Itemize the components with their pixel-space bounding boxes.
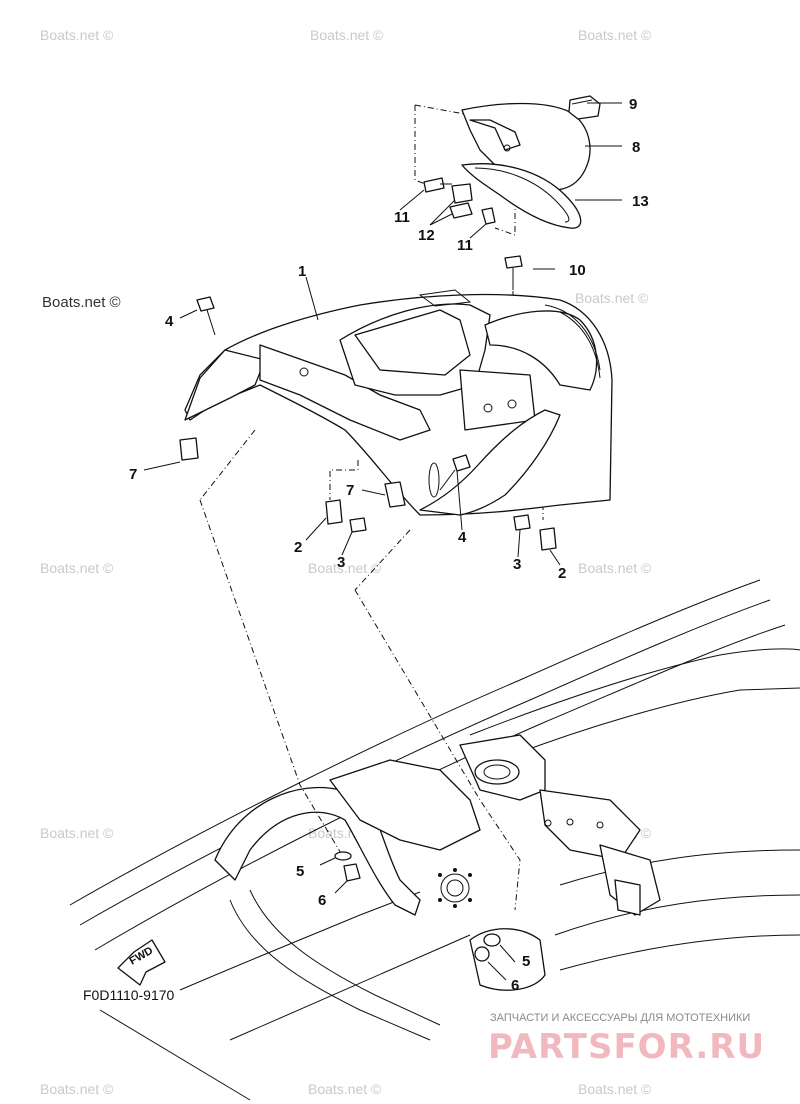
brand-name: PARTSFOR.RU bbox=[488, 1027, 765, 1067]
watermark: Boats.net © bbox=[308, 1081, 382, 1097]
callout-4: 4 bbox=[165, 313, 174, 330]
callout-3: 3 bbox=[337, 554, 345, 571]
watermark: Boats.net © bbox=[310, 27, 384, 43]
hinge-pins-part-11 bbox=[423, 177, 496, 225]
seal-part-13 bbox=[461, 163, 582, 229]
watermark: Boats.net © bbox=[42, 294, 121, 311]
watermark: Boats.net © bbox=[578, 1081, 652, 1097]
callout-9: 9 bbox=[629, 96, 637, 113]
brand-subtitle: ЗАПЧАСТИ И АКСЕССУАРЫ ДЛЯ МОТОТЕХНИКИ bbox=[490, 1012, 750, 1024]
washer-part-5 bbox=[334, 851, 501, 947]
callout-4: 4 bbox=[458, 529, 467, 546]
leader-lines bbox=[143, 102, 622, 981]
callout-1: 1 bbox=[298, 263, 306, 280]
assembly-lines bbox=[199, 104, 544, 911]
nut-part-6 bbox=[343, 863, 490, 962]
callout-10: 10 bbox=[569, 262, 586, 279]
callout-8: 8 bbox=[632, 139, 640, 156]
bolt-part-4 bbox=[196, 296, 471, 491]
nut-part-2 bbox=[325, 499, 557, 551]
brand-watermark: ЗАПЧАСТИ И АКСЕССУАРЫ ДЛЯ МОТОТЕХНИКИ PA… bbox=[488, 1012, 765, 1067]
watermark: Boats.net © bbox=[40, 27, 114, 43]
callout-7: 7 bbox=[129, 466, 137, 483]
hood-cover-part-1 bbox=[184, 289, 613, 516]
callout-6: 6 bbox=[318, 892, 326, 909]
clip-part-7 bbox=[179, 437, 406, 508]
screw-part-10 bbox=[504, 255, 523, 290]
callout-labels: 1 2 2 3 3 4 4 5 5 6 6 7 7 8 9 10 11 11 1… bbox=[129, 96, 649, 994]
callout-11: 11 bbox=[457, 237, 473, 254]
hinge-part-12 bbox=[449, 183, 473, 219]
callout-5: 5 bbox=[296, 863, 304, 880]
figure-code: F0D1110-9170 bbox=[83, 987, 175, 1003]
callout-11: 11 bbox=[394, 209, 410, 226]
callout-13: 13 bbox=[632, 193, 649, 210]
watermark: Boats.net © bbox=[40, 560, 114, 576]
callout-7: 7 bbox=[346, 482, 354, 499]
callout-3: 3 bbox=[513, 556, 521, 573]
callout-12: 12 bbox=[418, 227, 435, 244]
screw-part-3 bbox=[349, 514, 531, 533]
watermark: Boats.net © bbox=[308, 560, 382, 576]
callout-2: 2 bbox=[558, 565, 566, 582]
watermark: Boats.net © bbox=[575, 290, 649, 306]
watermark: Boats.net © bbox=[578, 27, 652, 43]
cap-part-9 bbox=[568, 95, 601, 120]
fwd-arrow-icon: FWD bbox=[117, 939, 166, 986]
callout-5: 5 bbox=[522, 953, 530, 970]
watermark: Boats.net © bbox=[40, 825, 114, 841]
callout-6: 6 bbox=[511, 977, 519, 994]
watermark: Boats.net © bbox=[40, 1081, 114, 1097]
callout-2: 2 bbox=[294, 539, 302, 556]
watermark: Boats.net © bbox=[578, 560, 652, 576]
